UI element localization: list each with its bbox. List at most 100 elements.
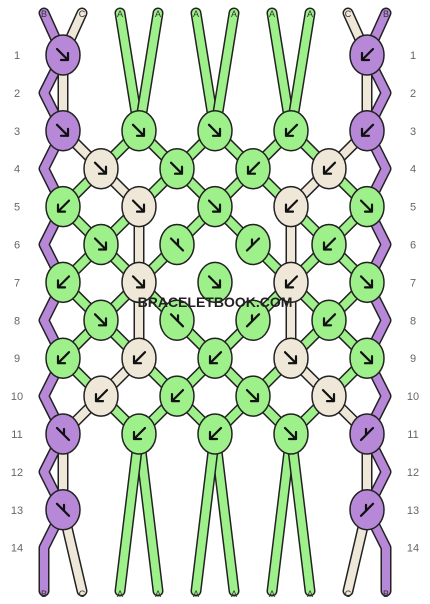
knot xyxy=(83,299,119,342)
knot xyxy=(159,223,195,266)
knot xyxy=(273,413,309,455)
knot xyxy=(197,413,233,455)
knot xyxy=(273,185,309,228)
knot xyxy=(45,34,81,76)
knot xyxy=(45,489,81,531)
knot xyxy=(311,375,347,417)
knot xyxy=(45,413,81,455)
row-number-left: 2 xyxy=(14,88,20,100)
knot xyxy=(159,299,195,342)
knot-direction-arrow-icon xyxy=(359,199,374,213)
knot-direction-arrow-icon xyxy=(93,313,108,327)
row-number-left: 6 xyxy=(14,240,20,252)
row-number-right: 8 xyxy=(410,315,416,327)
knot-direction-arrow-icon xyxy=(360,123,375,137)
row-number-left: 8 xyxy=(14,315,20,327)
knot-direction-arrow-icon xyxy=(283,426,298,441)
knot xyxy=(121,413,157,455)
knot-direction-arrow-icon xyxy=(284,275,299,289)
knot xyxy=(45,337,81,379)
thread-letter-bottom: A xyxy=(269,589,275,599)
thread-letter-bottom: B xyxy=(383,589,389,599)
thread-letter-bottom: C xyxy=(345,589,352,599)
knot-direction-arrow-icon xyxy=(55,502,71,517)
row-number-right: 14 xyxy=(407,543,419,555)
row-number-left: 11 xyxy=(11,429,22,441)
thread-left-edge xyxy=(40,9,67,595)
knot xyxy=(83,375,119,417)
knot-direction-arrow-icon xyxy=(94,389,109,403)
knot-direction-arrow-icon xyxy=(245,313,261,328)
thread-letter-bottom: A xyxy=(231,589,237,599)
knot-direction-arrow-icon xyxy=(93,237,108,251)
row-number-right: 7 xyxy=(410,277,416,289)
thread-letter-top: A xyxy=(307,9,313,19)
row-number-left: 13 xyxy=(11,505,23,517)
knot-direction-arrow-icon xyxy=(169,237,185,252)
thread-letter-top: C xyxy=(345,9,352,19)
knot-direction-arrow-icon xyxy=(208,351,223,365)
knot xyxy=(349,34,385,76)
thread-letter-top: A xyxy=(193,9,199,19)
row-number-left: 4 xyxy=(14,164,20,176)
knot xyxy=(311,299,347,342)
knot xyxy=(197,337,233,379)
knot-direction-arrow-icon xyxy=(322,161,337,175)
row-number-right: 3 xyxy=(410,126,416,138)
knot-direction-arrow-icon xyxy=(322,313,337,327)
knot xyxy=(349,413,385,455)
thread-letter-top: B xyxy=(383,9,389,19)
knot-direction-arrow-icon xyxy=(360,47,375,62)
row-number-right: 13 xyxy=(407,505,419,517)
row-number-right: 4 xyxy=(410,164,416,176)
knot-direction-arrow-icon xyxy=(55,123,70,137)
knot-direction-arrow-icon xyxy=(132,351,147,365)
watermark-text: BRACELETBOOK.COM xyxy=(138,294,293,310)
knot-direction-arrow-icon xyxy=(359,351,374,365)
knot xyxy=(159,375,195,417)
knot xyxy=(45,110,81,152)
knot xyxy=(349,110,385,152)
thread-letter-bottom: A xyxy=(307,589,313,599)
thread-letter-top: C xyxy=(79,9,86,19)
knot-direction-arrow-icon xyxy=(131,275,146,289)
knot-direction-arrow-icon xyxy=(55,47,70,62)
thread-letter-bottom: B xyxy=(41,589,47,599)
knot-direction-arrow-icon xyxy=(170,389,185,403)
knot xyxy=(273,261,309,304)
knot xyxy=(121,110,157,152)
knot xyxy=(311,147,347,190)
row-number-right: 12 xyxy=(407,467,419,479)
thread-letter-top: A xyxy=(117,9,123,19)
knot-direction-arrow-icon xyxy=(207,123,222,137)
knot xyxy=(311,223,347,266)
thread-letter-top: A xyxy=(155,9,161,19)
knot-direction-arrow-icon xyxy=(132,426,147,441)
knot xyxy=(121,185,157,228)
row-number-right: 5 xyxy=(410,202,416,214)
knot-direction-arrow-icon xyxy=(245,389,260,403)
thread-letter-top: A xyxy=(231,9,237,19)
knot xyxy=(235,299,271,342)
knot-grid xyxy=(45,34,385,531)
row-number-right: 1 xyxy=(410,50,416,62)
row-number-left: 14 xyxy=(11,543,23,555)
knot xyxy=(197,185,233,228)
row-number-left: 10 xyxy=(11,391,23,403)
knot xyxy=(121,337,157,379)
knot-direction-arrow-icon xyxy=(208,426,223,441)
knot-direction-arrow-icon xyxy=(207,199,222,213)
knot xyxy=(83,147,119,190)
knot-direction-arrow-icon xyxy=(93,161,108,175)
thread-letter-bottom: A xyxy=(155,589,161,599)
knot-direction-arrow-icon xyxy=(246,161,261,175)
knot-direction-arrow-icon xyxy=(55,426,71,442)
knot-direction-arrow-icon xyxy=(321,389,336,403)
row-number-left: 3 xyxy=(14,126,20,138)
knot-direction-arrow-icon xyxy=(56,275,71,289)
knot xyxy=(349,261,385,304)
row-number-left: 7 xyxy=(14,277,20,289)
row-number-right: 6 xyxy=(410,240,416,252)
